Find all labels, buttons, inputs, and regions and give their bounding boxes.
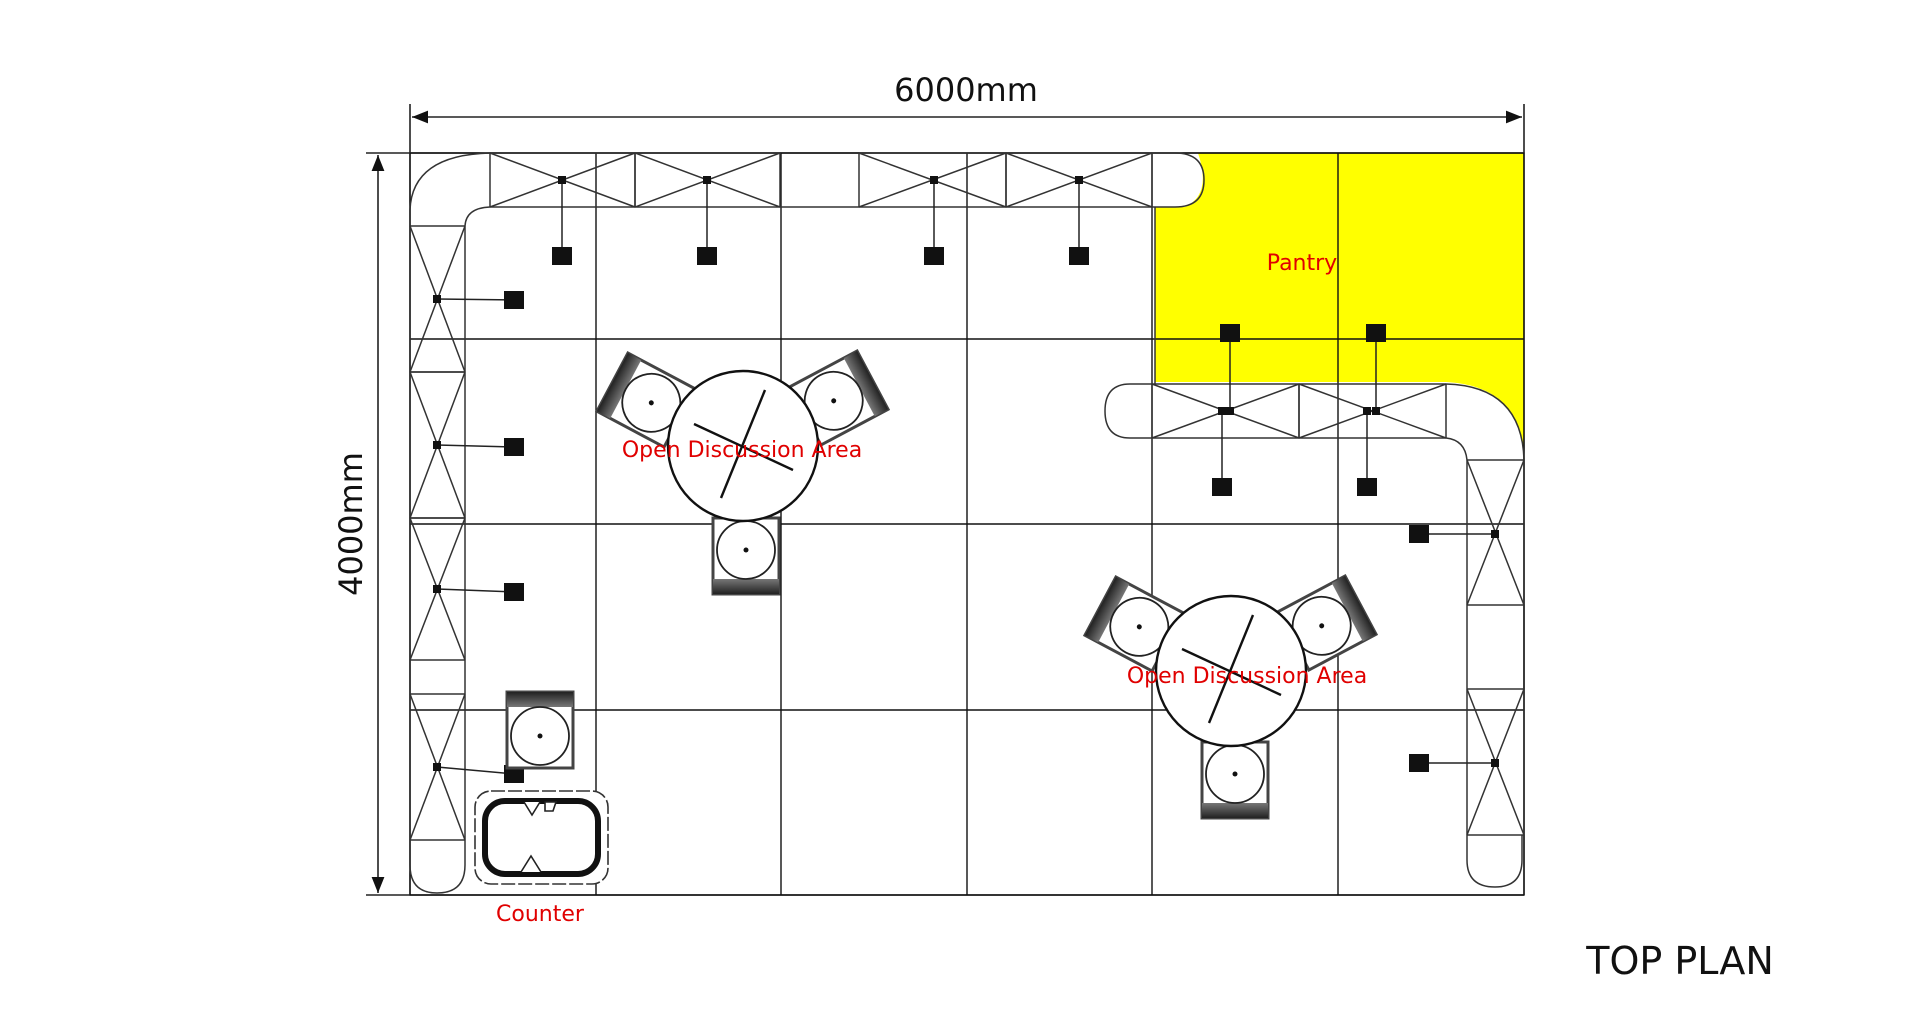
chair-back bbox=[596, 353, 642, 419]
truss-node bbox=[930, 176, 938, 184]
chair-center bbox=[1319, 623, 1325, 629]
chair bbox=[711, 516, 781, 596]
truss-node bbox=[433, 295, 441, 303]
height-dimension: 4000mm bbox=[332, 152, 410, 896]
truss-node bbox=[1363, 407, 1371, 415]
table-base-leg bbox=[1207, 614, 1255, 724]
round-table bbox=[666, 369, 820, 523]
chair-back bbox=[713, 579, 779, 594]
reception-counter bbox=[474, 790, 609, 885]
truss-end-cap bbox=[409, 840, 466, 894]
truss-end-cap bbox=[1152, 152, 1205, 208]
truss-corner bbox=[409, 152, 491, 227]
table-base-leg bbox=[693, 422, 794, 472]
spotlights bbox=[433, 176, 1499, 783]
truss-node bbox=[703, 176, 711, 184]
truss-corner bbox=[1445, 383, 1525, 461]
spotlight-icon bbox=[1409, 525, 1429, 543]
height-label: 4000mm bbox=[332, 452, 370, 596]
chair bbox=[1082, 574, 1186, 674]
spotlight-icon bbox=[504, 438, 524, 456]
chair bbox=[505, 690, 575, 770]
spotlight-icon bbox=[1220, 324, 1240, 342]
spotlight-icon bbox=[1366, 324, 1386, 342]
spotlight-icon bbox=[1069, 247, 1089, 265]
truss-node bbox=[433, 763, 441, 771]
pantry-label: Pantry bbox=[1267, 251, 1337, 276]
truss-node bbox=[1218, 407, 1226, 415]
chair-center bbox=[648, 400, 654, 406]
chair bbox=[787, 348, 891, 448]
spotlight-icon bbox=[504, 291, 524, 309]
truss-node bbox=[1491, 759, 1499, 767]
chair-back bbox=[1084, 577, 1130, 643]
counter-label: Counter bbox=[496, 902, 585, 927]
plan-title: TOP PLAN bbox=[1585, 939, 1774, 983]
discussion-area-label-1: Open Discussion Area bbox=[622, 438, 862, 463]
table-base-leg bbox=[1181, 647, 1282, 697]
light-cable bbox=[436, 298, 515, 301]
truss-node bbox=[1372, 407, 1380, 415]
width-label: 6000mm bbox=[894, 71, 1038, 109]
truss-node bbox=[433, 441, 441, 449]
light-cable bbox=[436, 444, 515, 448]
chair-back bbox=[1202, 803, 1268, 818]
truss-node bbox=[558, 176, 566, 184]
counter-detail bbox=[520, 854, 542, 873]
truss-end-cap bbox=[1104, 383, 1152, 439]
chair-center bbox=[1136, 624, 1142, 630]
spotlight-icon bbox=[504, 583, 524, 601]
light-cable bbox=[436, 588, 515, 593]
counter-detail bbox=[523, 801, 558, 817]
chair-back bbox=[507, 692, 573, 707]
discussion-area-label-2: Open Discussion Area bbox=[1127, 664, 1367, 689]
spotlight-icon bbox=[1357, 478, 1377, 496]
spotlight-icon bbox=[697, 247, 717, 265]
spotlight-icon bbox=[552, 247, 572, 265]
counter-top bbox=[482, 798, 601, 877]
chair-back bbox=[1331, 576, 1377, 642]
round-table bbox=[1154, 594, 1308, 748]
chair-center bbox=[1232, 771, 1238, 777]
furniture bbox=[474, 348, 1379, 885]
chair-center bbox=[537, 733, 543, 739]
table-base-leg bbox=[719, 389, 767, 499]
light-cable bbox=[436, 766, 515, 775]
truss-end-cap bbox=[1466, 835, 1523, 888]
spotlight-icon bbox=[1409, 754, 1429, 772]
chair-center bbox=[743, 547, 749, 553]
spotlight-icon bbox=[1212, 478, 1232, 496]
truss-node bbox=[1226, 407, 1234, 415]
truss-node bbox=[433, 585, 441, 593]
pantry-area bbox=[1155, 153, 1524, 455]
chair bbox=[1200, 740, 1270, 820]
chair-center bbox=[831, 398, 837, 404]
spotlight-icon bbox=[924, 247, 944, 265]
chair-back bbox=[843, 351, 889, 417]
truss-node bbox=[1491, 530, 1499, 538]
truss-node bbox=[1075, 176, 1083, 184]
width-dimension: 6000mm bbox=[409, 71, 1525, 153]
